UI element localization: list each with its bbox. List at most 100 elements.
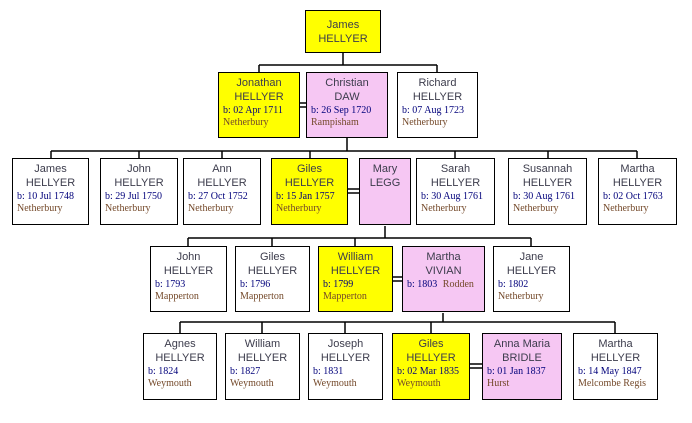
- person-birth-place: Weymouth: [397, 378, 441, 389]
- person-given-name: Martha: [598, 338, 633, 350]
- person-surname: HELLYER: [590, 352, 641, 364]
- person-given-name: Susannah: [522, 163, 573, 175]
- person-birth-date: b: 1802: [498, 279, 529, 290]
- person-birth-date: b: 10 Jul 1748: [17, 191, 74, 202]
- person-christian-daw[interactable]: Christian DAW b: 26 Sep 1720 Rampisham: [306, 72, 388, 138]
- person-given-name: Joseph: [327, 338, 364, 350]
- person-birth-date: b: 1827: [230, 366, 261, 377]
- person-surname: VIVIAN: [425, 265, 462, 277]
- person-birth-place: Mapperton: [323, 291, 367, 302]
- person-surname: DAW: [334, 91, 360, 103]
- person-surname: HELLYER: [318, 33, 368, 45]
- person-given-name: Sarah: [440, 163, 471, 175]
- person-given-name: William: [244, 338, 281, 350]
- person-given-name: Martha: [620, 163, 655, 175]
- person-birth-date: b: 26 Sep 1720: [311, 105, 372, 116]
- person-birth-date: b: 1803: [407, 279, 438, 290]
- person-given-name: Ann: [212, 163, 232, 175]
- person-birth-date: b: 15 Jan 1757: [276, 191, 335, 202]
- person-birth-date: b: 1793: [155, 279, 186, 290]
- person-agnes-hellyer[interactable]: Agnes HELLYER b: 1824 Weymouth: [143, 333, 217, 400]
- person-birth-place: Weymouth: [230, 378, 274, 389]
- person-given-name: Jane: [519, 251, 544, 263]
- person-jane-hellyer[interactable]: Jane HELLYER b: 1802 Netherbury: [493, 246, 570, 312]
- person-james-hellyer-2[interactable]: James HELLYER b: 10 Jul 1748 Netherbury: [12, 158, 89, 225]
- person-birth-date: b: 30 Aug 1761: [513, 191, 575, 202]
- person-sarah-hellyer[interactable]: Sarah HELLYER b: 30 Aug 1761 Netherbury: [416, 158, 495, 225]
- person-surname: HELLYER: [430, 177, 481, 189]
- person-surname: HELLYER: [320, 352, 371, 364]
- marriage-link-william-martha: [392, 276, 403, 282]
- person-given-name: William: [337, 251, 374, 263]
- person-birth-date: b: 01 Jan 1837: [487, 366, 546, 377]
- person-birth-place: Melcombe Regis: [578, 378, 647, 389]
- person-birth-place: Netherbury: [223, 117, 269, 128]
- person-susannah-hellyer[interactable]: Susannah HELLYER b: 30 Aug 1761 Netherbu…: [508, 158, 587, 225]
- person-birth-place: Netherbury: [421, 203, 467, 214]
- person-surname: HELLYER: [330, 265, 381, 277]
- person-birth-place: Netherbury: [498, 291, 544, 302]
- person-birth-place: Netherbury: [105, 203, 151, 214]
- person-given-name: John: [127, 163, 151, 175]
- person-richard-hellyer[interactable]: Richard HELLYER b: 07 Aug 1723 Netherbur…: [397, 72, 478, 138]
- person-giles-hellyer[interactable]: Giles HELLYER b: 15 Jan 1757 Netherbury: [271, 158, 348, 225]
- marriage-link-giles-mary: [347, 188, 360, 194]
- descent-line-gen2: [50, 138, 638, 159]
- person-william-hellyer-2[interactable]: William HELLYER b: 1827 Weymouth: [225, 333, 300, 400]
- person-birth-date: b: 30 Aug 1761: [421, 191, 483, 202]
- person-birth-date: b: 1799: [323, 279, 354, 290]
- person-william-hellyer[interactable]: William HELLYER b: 1799 Mapperton: [318, 246, 393, 312]
- person-birth-date: b: 1824: [148, 366, 179, 377]
- person-giles-hellyer-2[interactable]: Giles HELLYER b: 1796 Mapperton: [235, 246, 310, 312]
- person-given-name: Anna Maria: [493, 338, 551, 350]
- person-surname: HELLYER: [163, 265, 214, 277]
- person-martha-hellyer-2[interactable]: Martha HELLYER b: 14 May 1847 Melcombe R…: [573, 333, 658, 400]
- person-birth-date: b: 27 Oct 1752: [188, 191, 248, 202]
- person-given-name: Jonathan: [236, 77, 282, 89]
- person-surname: BRIDLE: [502, 352, 542, 364]
- person-birth-place: Netherbury: [402, 117, 448, 128]
- person-given-name: Richard: [418, 77, 457, 89]
- person-james-hellyer[interactable]: James HELLYER: [305, 10, 381, 53]
- person-martha-hellyer[interactable]: Martha HELLYER b: 02 Oct 1763 Netherbury: [598, 158, 677, 225]
- person-given-name: Agnes: [164, 338, 196, 350]
- person-mary-legg[interactable]: Mary LEGG: [359, 158, 411, 225]
- person-surname: HELLYER: [522, 177, 573, 189]
- marriage-link-giles-anna: [469, 363, 484, 369]
- person-given-name: Martha: [426, 251, 461, 263]
- person-surname: HELLYER: [612, 177, 663, 189]
- person-birth-place: Hurst: [487, 378, 510, 389]
- person-birth-date: b: 29 Jul 1750: [105, 191, 162, 202]
- descent-line-gen1: [258, 53, 438, 73]
- person-anna-maria-bridle[interactable]: Anna Maria BRIDLE b: 01 Jan 1837 Hurst: [482, 333, 562, 400]
- person-birth-place: Rodden: [442, 279, 474, 290]
- person-joseph-hellyer[interactable]: Joseph HELLYER b: 1831 Weymouth: [308, 333, 383, 400]
- person-birth-date: b: 14 May 1847: [578, 366, 642, 377]
- person-given-name: Giles: [418, 338, 444, 350]
- person-birth-date: b: 1831: [313, 366, 344, 377]
- person-surname: HELLYER: [25, 177, 76, 189]
- person-surname: HELLYER: [237, 352, 288, 364]
- person-birth-place: Weymouth: [148, 378, 192, 389]
- person-john-hellyer-2[interactable]: John HELLYER b: 1793 Mapperton: [150, 246, 227, 312]
- person-jonathan-hellyer[interactable]: Jonathan HELLYER b: 02 Apr 1711 Netherbu…: [218, 72, 300, 138]
- person-given-name: Christian: [325, 77, 369, 89]
- person-birth-place: Netherbury: [276, 203, 322, 214]
- person-birth-place: Netherbury: [17, 203, 63, 214]
- person-given-name: John: [176, 251, 201, 263]
- person-surname: HELLYER: [412, 91, 463, 103]
- descent-line-gen4: [179, 313, 616, 334]
- person-surname: HELLYER: [284, 177, 335, 189]
- person-john-hellyer[interactable]: John HELLYER b: 29 Jul 1750 Netherbury: [100, 158, 178, 225]
- person-ann-hellyer[interactable]: Ann HELLYER b: 27 Oct 1752 Netherbury: [183, 158, 261, 225]
- person-given-name: James: [326, 19, 360, 31]
- person-surname: HELLYER: [506, 265, 557, 277]
- person-surname: HELLYER: [155, 352, 205, 364]
- person-given-name: James: [34, 163, 67, 175]
- person-birth-date: b: 02 Oct 1763: [603, 191, 663, 202]
- person-birth-place: Netherbury: [188, 203, 234, 214]
- person-giles-hellyer-3[interactable]: Giles HELLYER b: 02 Mar 1835 Weymouth: [392, 333, 470, 400]
- person-martha-vivian[interactable]: Martha VIVIAN b: 1803 Rodden: [402, 246, 485, 312]
